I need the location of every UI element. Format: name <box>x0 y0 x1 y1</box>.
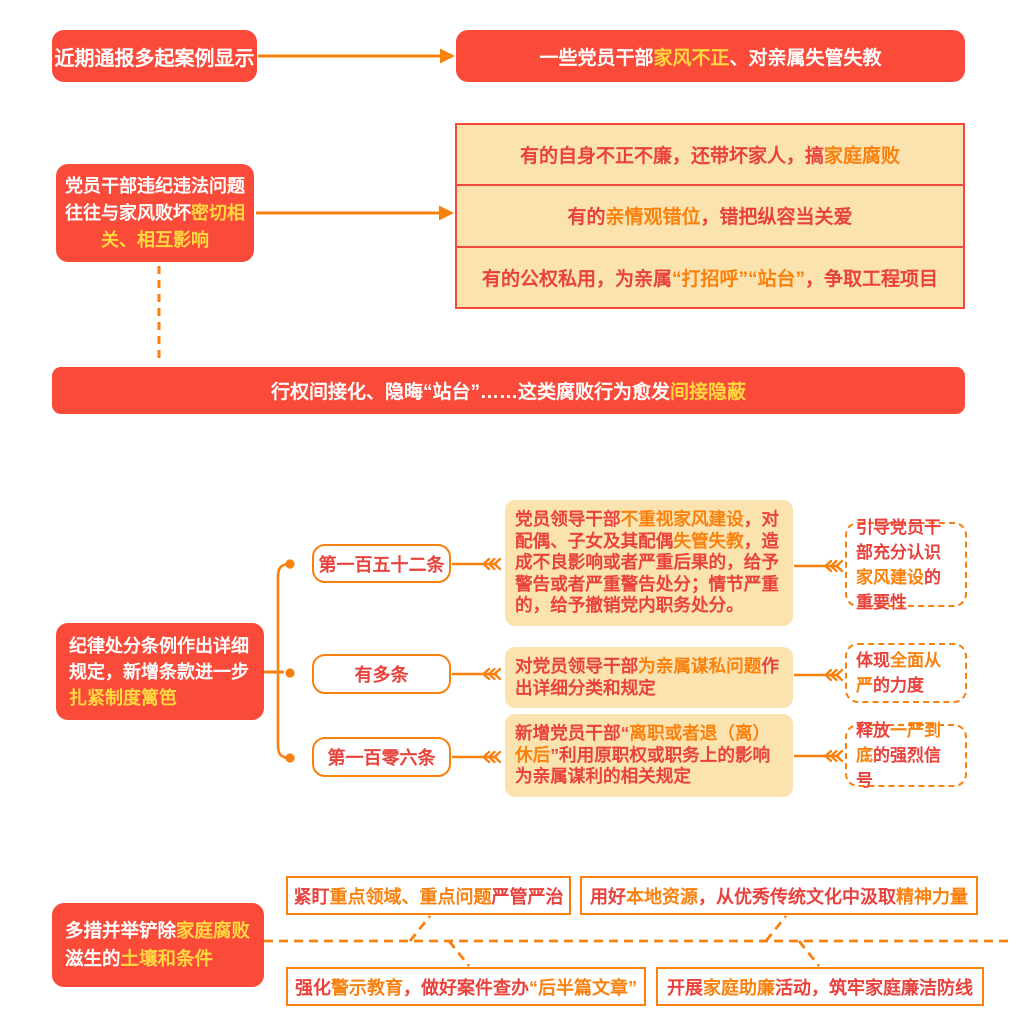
chevron-connector <box>452 667 502 681</box>
chevron-connector <box>794 749 844 763</box>
chevron-connector <box>452 750 502 764</box>
multiple-articles-label: 有多条 <box>312 654 451 694</box>
problem-row: 有的公权私用，为亲属“打招呼”“站台”，争取工程项目 <box>481 268 939 290</box>
measure-key-areas-box: 紧盯重点领域、重点问题严管严治 <box>286 876 571 915</box>
measure-local-resources-box: 用好本地资源，从优秀传统文化中汲取精神力量 <box>580 876 978 915</box>
triple-chevron-icon <box>823 559 844 573</box>
problem-examples-table: 有的自身不正不廉，还带坏家人，搞家庭腐败 有的亲情观错位，错把纵容当关爱 有的公… <box>455 123 965 309</box>
triple-chevron-icon <box>823 668 844 682</box>
measures-box: 多措并举铲除家庭腐败滋生的土壤和条件 <box>52 903 264 987</box>
chevron-connector <box>452 557 502 571</box>
chevron-connector <box>794 559 844 573</box>
article-152-label: 第一百五十二条 <box>312 544 451 583</box>
article-106-note: 释放一严到底的强烈信号 <box>845 721 967 790</box>
article-152-note: 引导党员干部充分认识家风建设的重要性 <box>845 518 967 612</box>
triple-chevron-icon <box>823 749 844 763</box>
measure-warning-education-box: 强化警示教育，做好案件查办“后半篇文章” <box>286 967 646 1006</box>
bracket-connector <box>264 559 295 763</box>
problem-row: 有的自身不正不廉，还带坏家人，搞家庭腐败 <box>457 125 963 187</box>
multiple-articles-note: 体现全面从严的力度 <box>845 643 967 703</box>
hidden-corruption-banner: 行权间接化、隐晦“站台”……这类腐败行为愈发间接隐蔽 <box>52 367 965 414</box>
case-report-box: 近期通报多起案例显示 <box>52 30 257 82</box>
triple-chevron-icon <box>481 750 502 764</box>
case-conclusion-box: 一些党员干部家风不正、对亲属失管失教 <box>456 30 965 82</box>
measure-family-integrity-box: 开展家庭助廉活动，筑牢家庭廉洁防线 <box>656 967 984 1006</box>
article-106-detail: 新增党员干部“离职或者退（离）休后”利用原职权或职务上的影响为亲属谋利的相关规定 <box>505 714 793 797</box>
triple-chevron-icon <box>481 667 502 681</box>
discipline-regulation-box: 纪律处分条例作出详细规定，新增条款进一步扎紧制度篱笆 <box>56 623 264 720</box>
triple-chevron-icon <box>481 557 502 571</box>
article-106-label: 第一百零六条 <box>312 737 451 777</box>
multiple-articles-detail: 对党员领导干部为亲属谋私问题作出详细分类和规定 <box>505 647 793 708</box>
dashed-spine <box>264 915 1008 967</box>
chevron-connector <box>794 668 844 682</box>
arrow-right-icon <box>256 205 454 221</box>
problem-row: 有的亲情观错位，错把纵容当关爱 <box>457 186 963 248</box>
violation-family-link-box: 党员干部违纪违法问题往往与家风败坏密切相关、相互影响 <box>56 164 254 262</box>
arrow-right-icon <box>258 48 455 64</box>
article-152-detail: 党员领导干部不重视家风建设，对配偶、子女及其配偶失管失教，造成不良影响或者严重后… <box>505 500 793 626</box>
